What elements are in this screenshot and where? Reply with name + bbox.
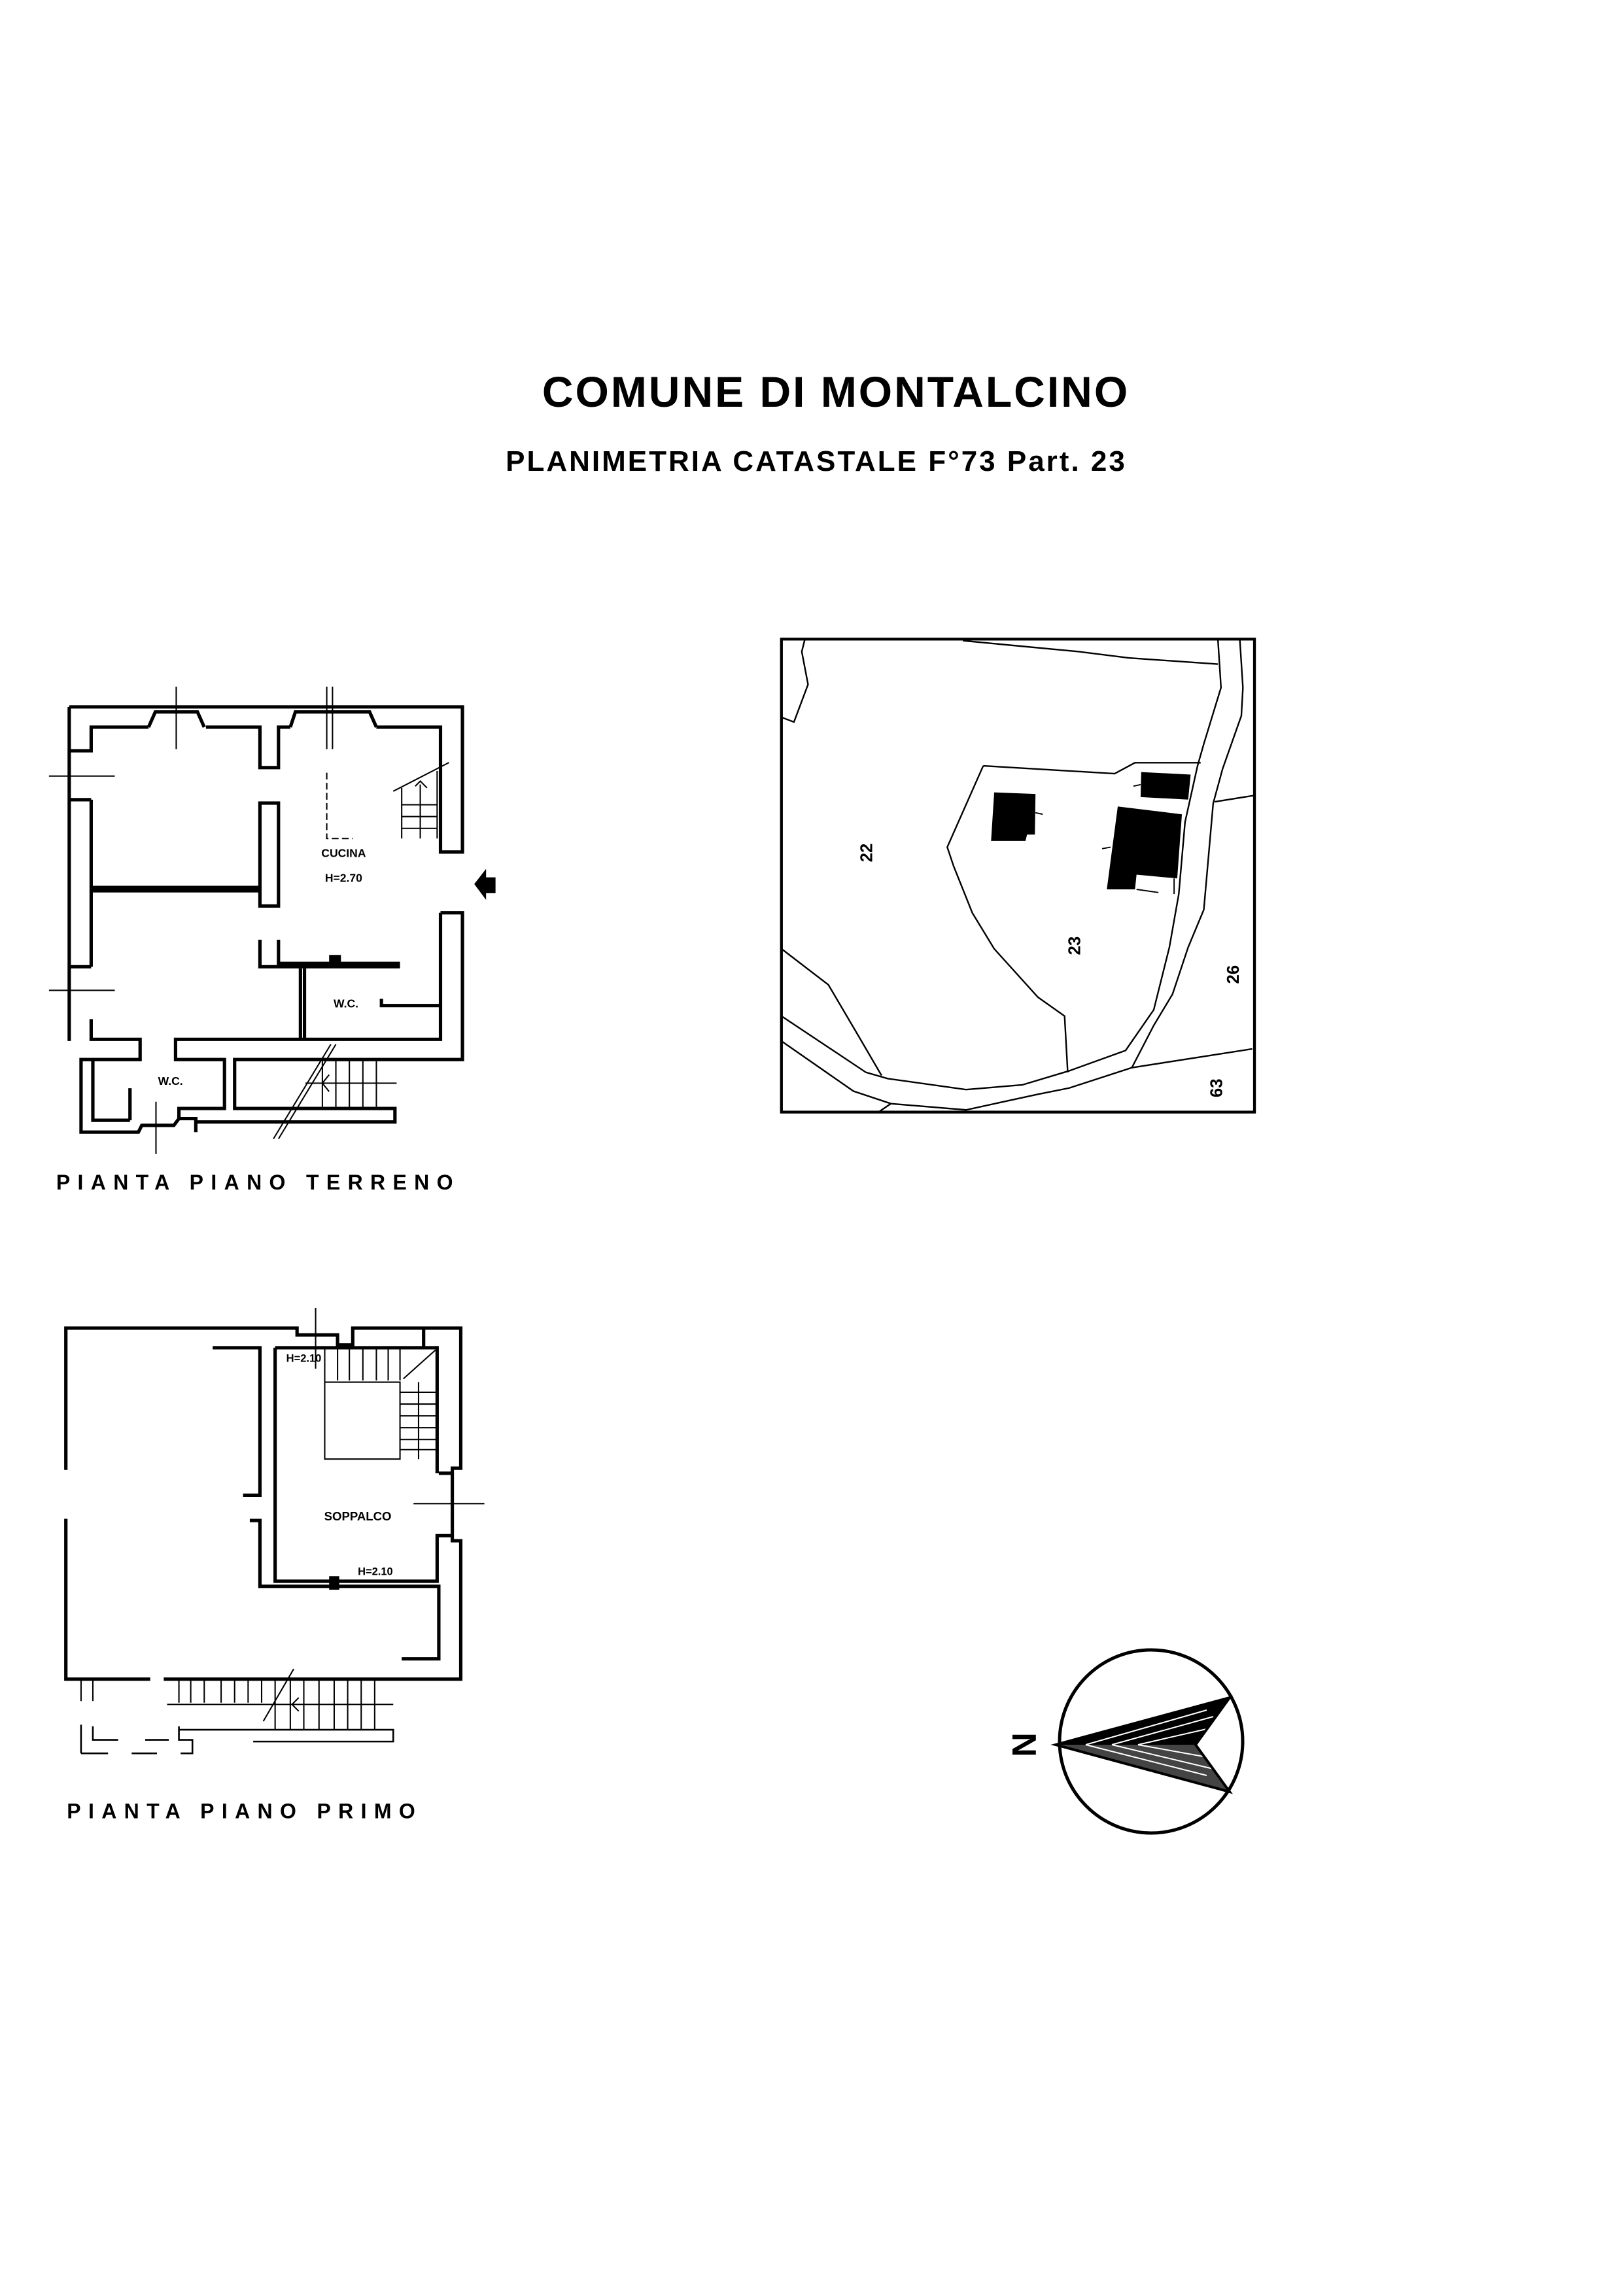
compass-north-letter: N bbox=[1005, 1732, 1043, 1757]
room-height-bottom: H=2.10 bbox=[358, 1566, 393, 1578]
parcel-label: 23 bbox=[1066, 936, 1084, 955]
parcel-label: 22 bbox=[858, 844, 876, 863]
room-height-top: H=2.10 bbox=[286, 1353, 322, 1365]
first-floor-caption: PIANTA PIANO PRIMO bbox=[67, 1799, 423, 1823]
cadastral-map: 22 23 26 63 bbox=[780, 638, 1256, 1114]
parcel-label: 63 bbox=[1207, 1078, 1226, 1097]
room-height-kitchen: H=2.70 bbox=[325, 871, 362, 884]
parcel-label: 26 bbox=[1224, 965, 1243, 984]
page-title: COMUNE DI MONTALCINO bbox=[542, 368, 1130, 416]
room-label-wc-upper: W.C. bbox=[334, 997, 358, 1010]
entrance-arrow-icon bbox=[474, 868, 496, 900]
first-floor-plan: H=2.10 SOPPALCO H=2.10 PIANTA PIANO PRIM… bbox=[64, 1308, 485, 1823]
ground-floor-caption: PIANTA PIANO TERRENO bbox=[56, 1171, 460, 1194]
page-subtitle: PLANIMETRIA CATASTALE F°73 Part. 23 bbox=[506, 445, 1127, 477]
room-label-kitchen: CUCINA bbox=[321, 847, 366, 860]
room-label-mezzanine: SOPPALCO bbox=[324, 1509, 392, 1523]
room-label-wc-lower: W.C. bbox=[158, 1074, 183, 1088]
ground-floor-plan: CUCINA H=2.70 W.C. W.C. PIANTA PIANO TER… bbox=[48, 687, 496, 1194]
north-arrow-icon bbox=[1050, 1648, 1245, 1835]
